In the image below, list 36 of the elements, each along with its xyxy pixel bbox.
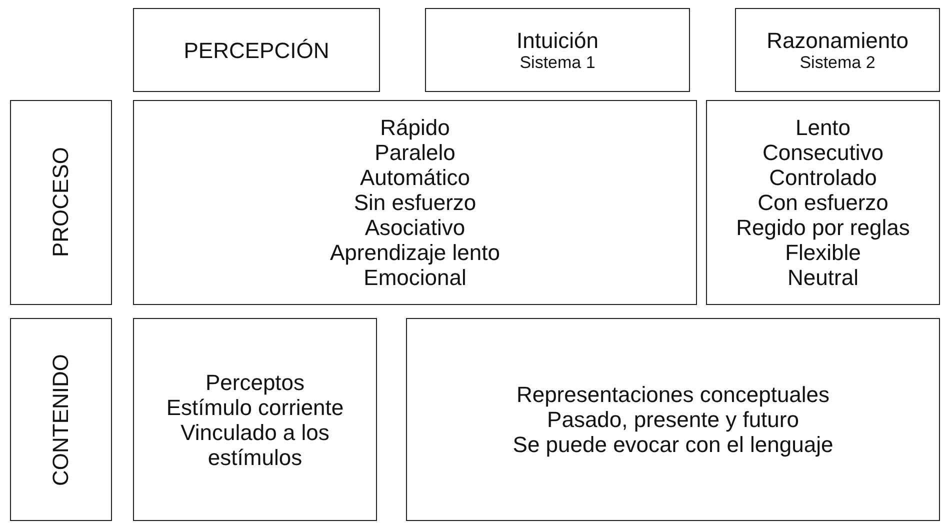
column-heading: PERCEPCIÓN [184,38,330,62]
attribute-text: Pasado, presente y futuro [547,407,799,432]
subheading: Sistema 2 [800,52,876,72]
column-heading: Intuición [516,28,598,52]
attribute-text: Rápido [380,115,450,140]
column-header-box [133,8,380,92]
attribute-text: Vinculado a los estímulos [180,420,330,470]
column-header-box [425,8,690,92]
attribute-text: Perceptos [205,370,305,394]
column-heading: Razonamiento [766,28,908,52]
subheading: Sistema 1 [520,52,596,72]
row-header-box [10,318,112,521]
attribute-box [706,100,940,305]
attribute-text: Paralelo [374,140,456,165]
column-header-box [735,8,940,92]
attribute-text: Lento [795,115,851,140]
attribute-box [133,318,377,521]
attribute-text: Estímulo corriente [166,394,344,420]
attribute-text: Consecutivo [762,140,884,165]
attribute-text: Sin esfuerzo [354,190,476,215]
attribute-box [406,318,940,521]
row-header-box [10,100,112,305]
attribute-text: Asociativo [364,215,466,240]
row-heading: CONTENIDO [48,354,74,486]
row-heading: PROCESO [48,147,74,258]
attribute-text: Automático [360,165,470,190]
attribute-text: Neutral [788,265,858,290]
attribute-box [133,100,697,305]
attribute-text: Emocional [364,265,466,290]
attribute-text: Flexible [785,240,861,265]
attribute-text: Con esfuerzo [758,190,888,215]
attribute-text: Representaciones conceptuales [516,382,830,407]
attribute-text: Controlado [769,165,877,190]
attribute-text: Se puede evocar con el lenguaje [512,432,834,457]
attribute-text: Regido por reglas [736,215,910,240]
attribute-text: Aprendizaje lento [330,240,500,265]
